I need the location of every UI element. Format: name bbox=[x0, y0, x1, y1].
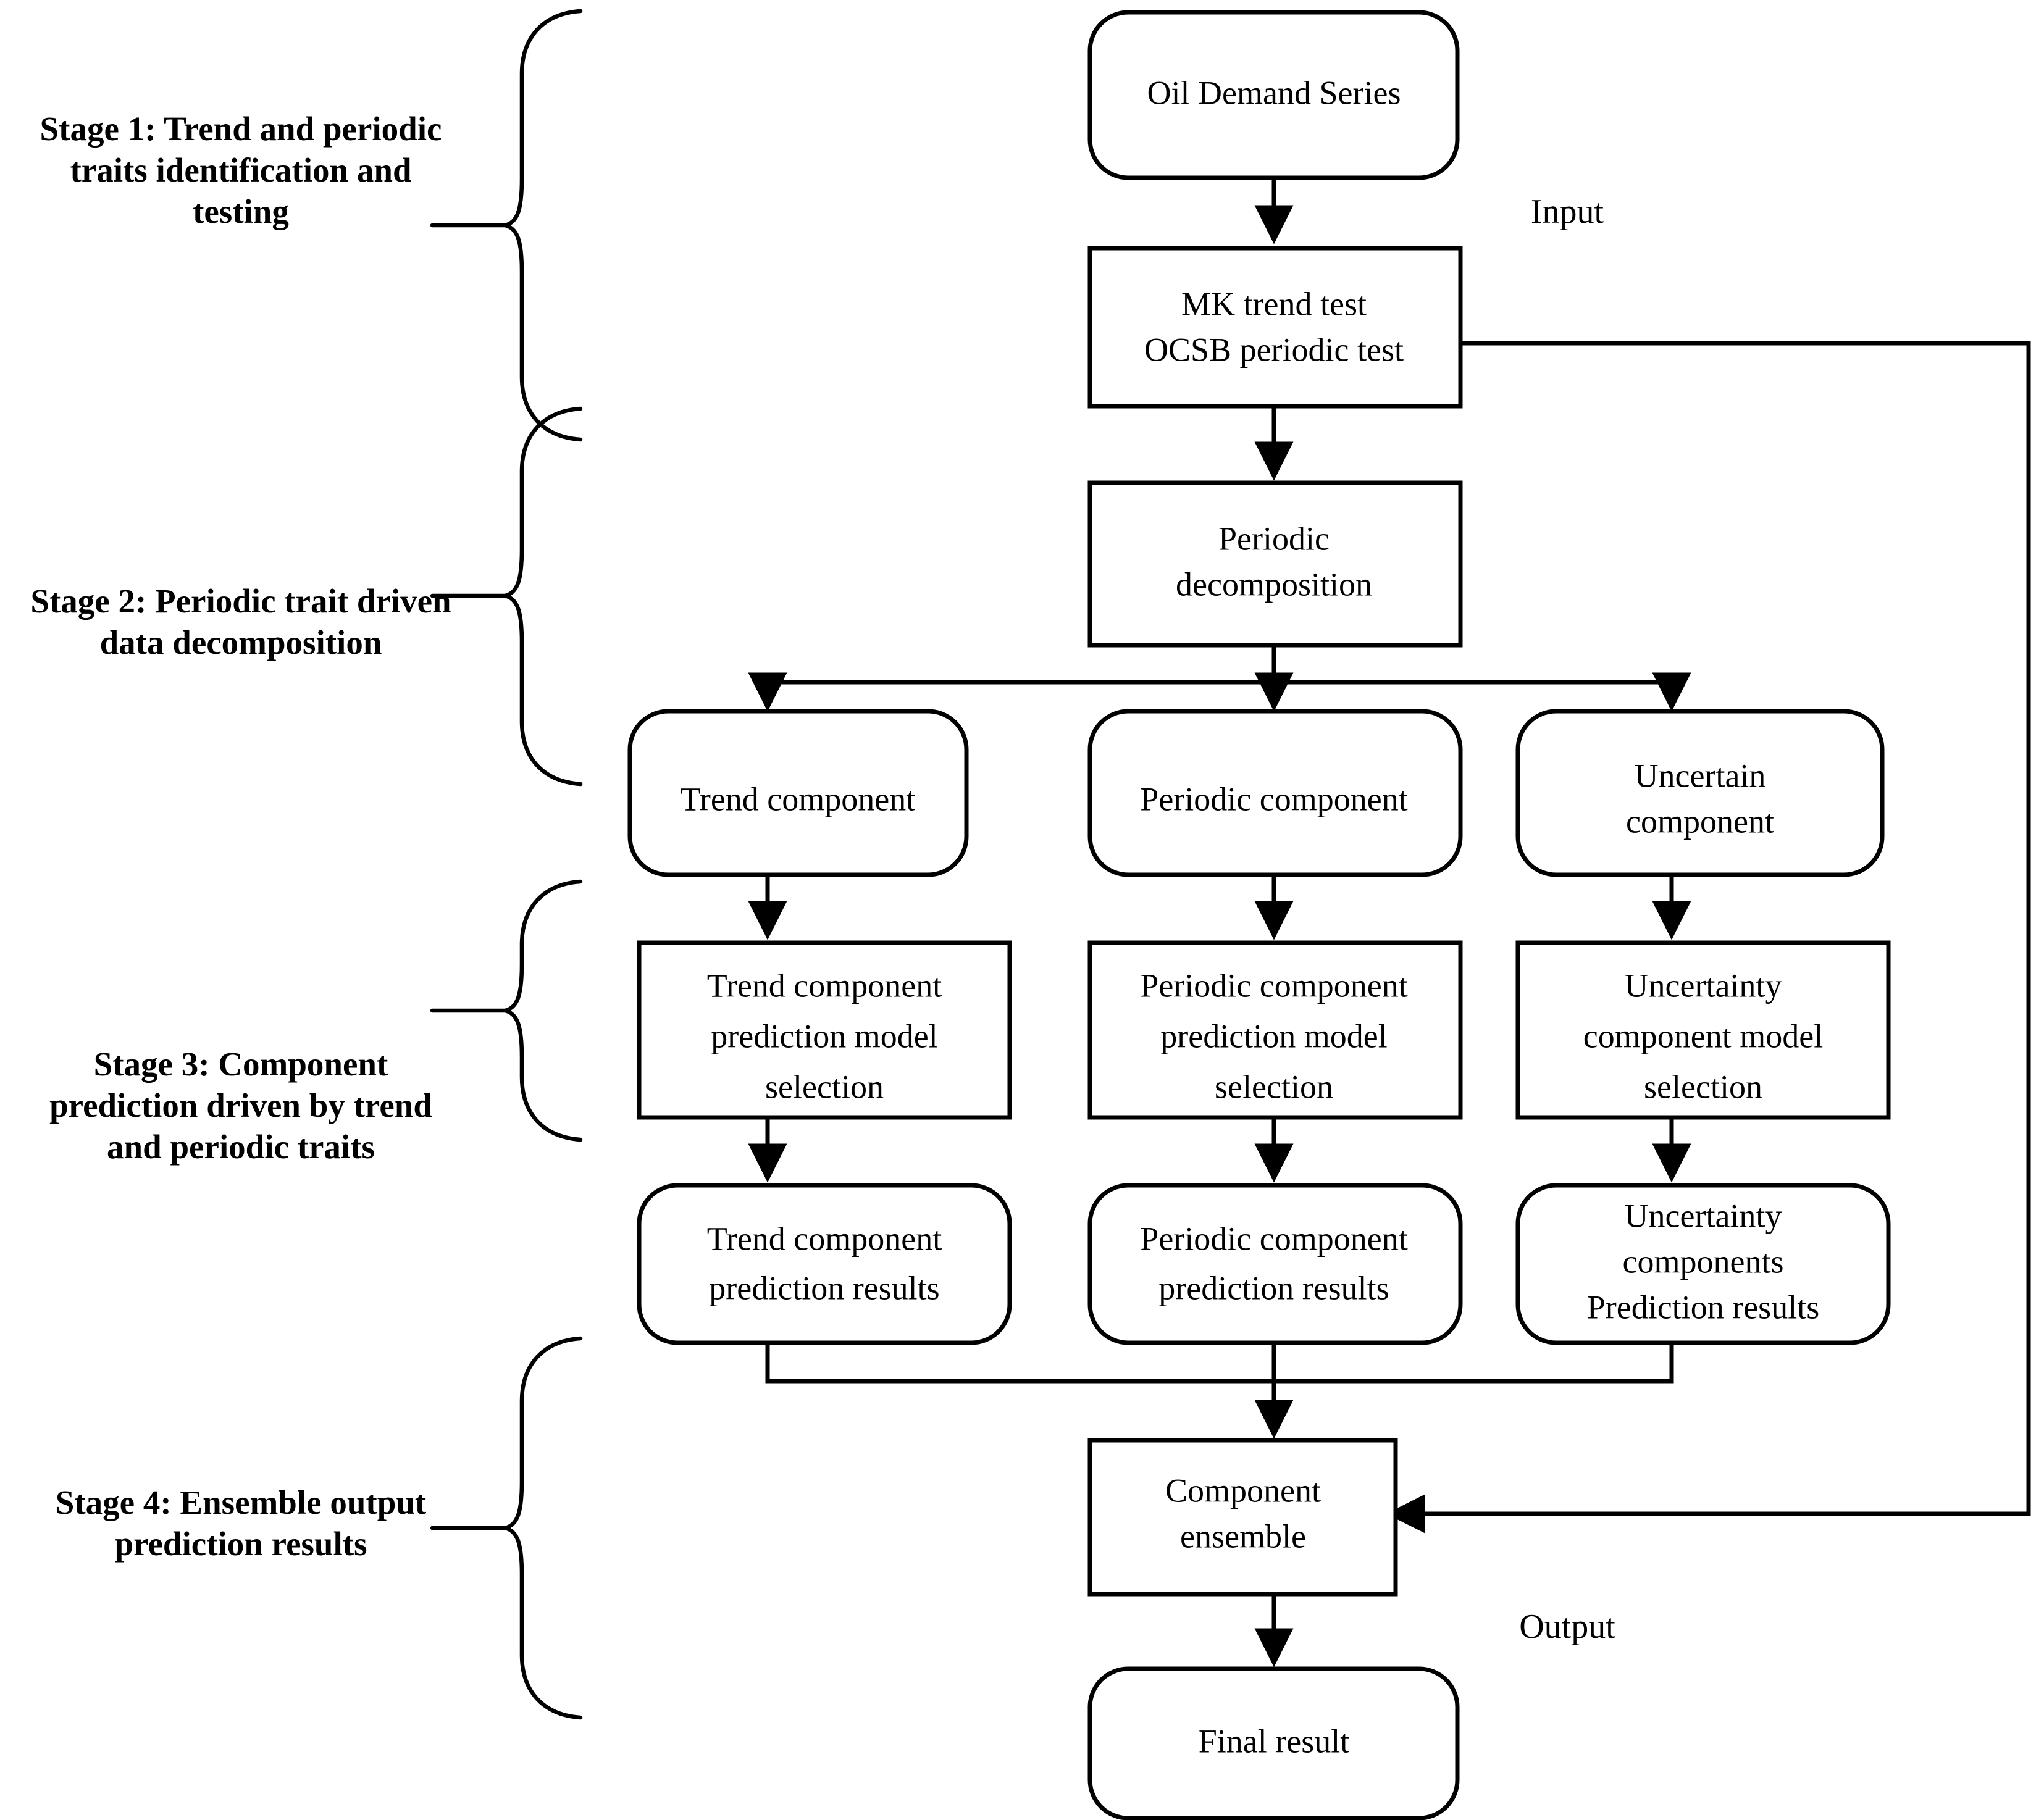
node-component-ensemble-line2: ensemble bbox=[1180, 1517, 1306, 1555]
node-mk-ocsb-test-line2: OCSB periodic test bbox=[1144, 331, 1404, 368]
node-oil-demand-series-label: Oil Demand Series bbox=[1147, 74, 1401, 111]
stage-label-1: Stage 1: Trend and periodic traits ident… bbox=[40, 110, 442, 231]
node-periodic-decomposition[interactable]: Periodic decomposition bbox=[1087, 480, 1463, 648]
node-trend-component-label: Trend component bbox=[681, 780, 915, 817]
node-final-result[interactable]: Final result bbox=[1087, 1666, 1460, 1820]
node-uncertainty-model-selection[interactable]: Uncertainty component model selection bbox=[1515, 940, 1891, 1120]
node-periodic-model-selection-line3: selection bbox=[1215, 1068, 1333, 1105]
node-trend-prediction-results[interactable]: Trend component prediction results bbox=[637, 1183, 1012, 1345]
node-periodic-model-selection[interactable]: Periodic component prediction model sele… bbox=[1087, 940, 1463, 1120]
node-uncertain-component-line1: Uncertain bbox=[1635, 757, 1766, 794]
node-trend-model-selection[interactable]: Trend component prediction model selecti… bbox=[637, 940, 1012, 1120]
node-periodic-component[interactable]: Periodic component bbox=[1087, 709, 1463, 877]
node-periodic-model-selection-line1: Periodic component bbox=[1140, 967, 1407, 1004]
node-trend-prediction-results-line1: Trend component bbox=[707, 1220, 942, 1257]
node-component-ensemble[interactable]: Component ensemble bbox=[1087, 1438, 1398, 1597]
node-oil-demand-series[interactable]: Oil Demand Series bbox=[1087, 10, 1460, 180]
node-periodic-decomposition-line2: decomposition bbox=[1176, 566, 1372, 603]
node-uncertainty-prediction-results-line1: Uncertainty bbox=[1625, 1197, 1782, 1234]
node-uncertainty-model-selection-line3: selection bbox=[1644, 1068, 1762, 1105]
node-trend-model-selection-line2: prediction model bbox=[711, 1017, 937, 1054]
node-uncertainty-prediction-results[interactable]: Uncertainty components Prediction result… bbox=[1515, 1183, 1891, 1345]
node-trend-model-selection-line1: Trend component bbox=[707, 967, 942, 1004]
node-periodic-component-label: Periodic component bbox=[1140, 780, 1407, 817]
node-uncertainty-prediction-results-line3: Prediction results bbox=[1587, 1288, 1819, 1325]
node-mk-ocsb-test-line1: MK trend test bbox=[1181, 285, 1367, 322]
edge-merge-bus bbox=[765, 1340, 1674, 1384]
edge-feedback-test-to-ensemble bbox=[1386, 341, 2031, 1534]
node-trend-component[interactable]: Trend component bbox=[627, 709, 969, 877]
stage-label-2: Stage 2: Periodic trait driven data deco… bbox=[30, 582, 451, 662]
stage-brace-1 bbox=[430, 9, 583, 442]
node-periodic-prediction-results[interactable]: Periodic component prediction results bbox=[1087, 1183, 1463, 1345]
stage-label-4: Stage 4: Ensemble output prediction resu… bbox=[55, 1484, 427, 1563]
node-uncertainty-model-selection-line2: component model bbox=[1583, 1017, 1823, 1054]
node-final-result-label: Final result bbox=[1199, 1722, 1349, 1759]
node-trend-prediction-results-line2: prediction results bbox=[709, 1269, 939, 1306]
node-periodic-prediction-results-line2: prediction results bbox=[1158, 1269, 1389, 1306]
stage-brace-4 bbox=[430, 1336, 583, 1720]
node-uncertain-component-line2: component bbox=[1626, 803, 1774, 840]
node-trend-model-selection-line3: selection bbox=[765, 1068, 884, 1105]
output-label: Output bbox=[1519, 1608, 1615, 1646]
node-uncertain-component[interactable]: Uncertain component bbox=[1515, 709, 1885, 877]
node-mk-ocsb-test[interactable]: MK trend test OCSB periodic test bbox=[1087, 246, 1463, 409]
input-label: Input bbox=[1531, 193, 1604, 231]
node-uncertainty-model-selection-line1: Uncertainty bbox=[1625, 967, 1782, 1004]
stage-brace-3 bbox=[430, 879, 583, 1142]
stage-label-3: Stage 3: Component prediction driven by … bbox=[49, 1045, 432, 1166]
node-periodic-prediction-results-line1: Periodic component bbox=[1140, 1220, 1407, 1257]
stage-brace-2 bbox=[430, 406, 583, 787]
node-periodic-model-selection-line2: prediction model bbox=[1160, 1017, 1387, 1054]
node-uncertainty-prediction-results-line2: components bbox=[1623, 1243, 1784, 1280]
node-periodic-decomposition-line1: Periodic bbox=[1218, 520, 1330, 557]
node-component-ensemble-line1: Component bbox=[1165, 1472, 1321, 1509]
